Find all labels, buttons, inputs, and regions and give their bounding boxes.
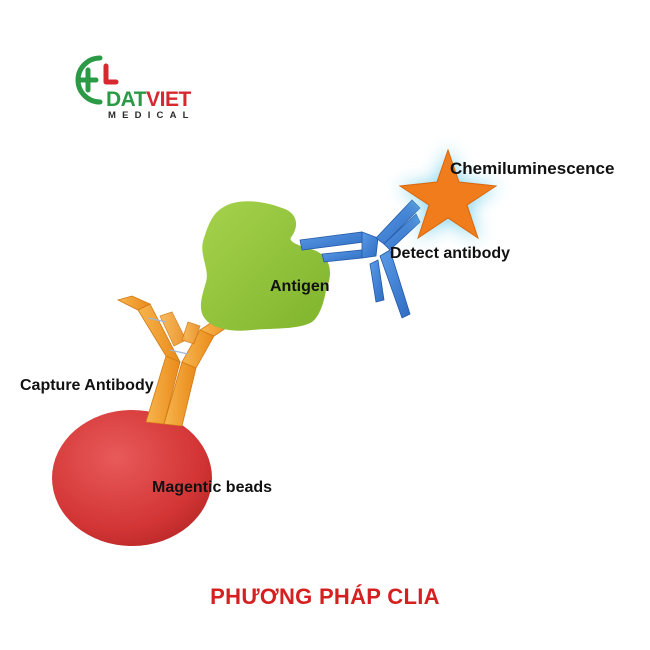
logo-name: DATVIET [106, 89, 191, 110]
logo-subtitle: MEDICAL [108, 110, 195, 121]
detect-antibody [299, 199, 421, 319]
logo-name-viet: VIET [146, 88, 191, 111]
logo-name-dat: DAT [106, 88, 147, 111]
label-chemiluminescence: Chemiluminescence [450, 159, 615, 178]
datviet-logo: DATVIET MEDICAL [66, 52, 206, 121]
label-magnetic-beads: Magentic beads [152, 479, 273, 496]
chemiluminescence-star [398, 148, 498, 240]
capture-antibody-links [147, 317, 189, 355]
label-capture-antibody: Capture Antibody [20, 377, 154, 394]
label-antigen: Antigen [270, 278, 330, 295]
medical-cross-logo-icon [75, 55, 119, 105]
magnetic-bead [52, 410, 212, 546]
page-title: PHƯƠNG PHÁP CLIA [210, 584, 440, 609]
antigen [200, 201, 331, 331]
label-detect-antibody: Detect antibody [390, 245, 511, 262]
